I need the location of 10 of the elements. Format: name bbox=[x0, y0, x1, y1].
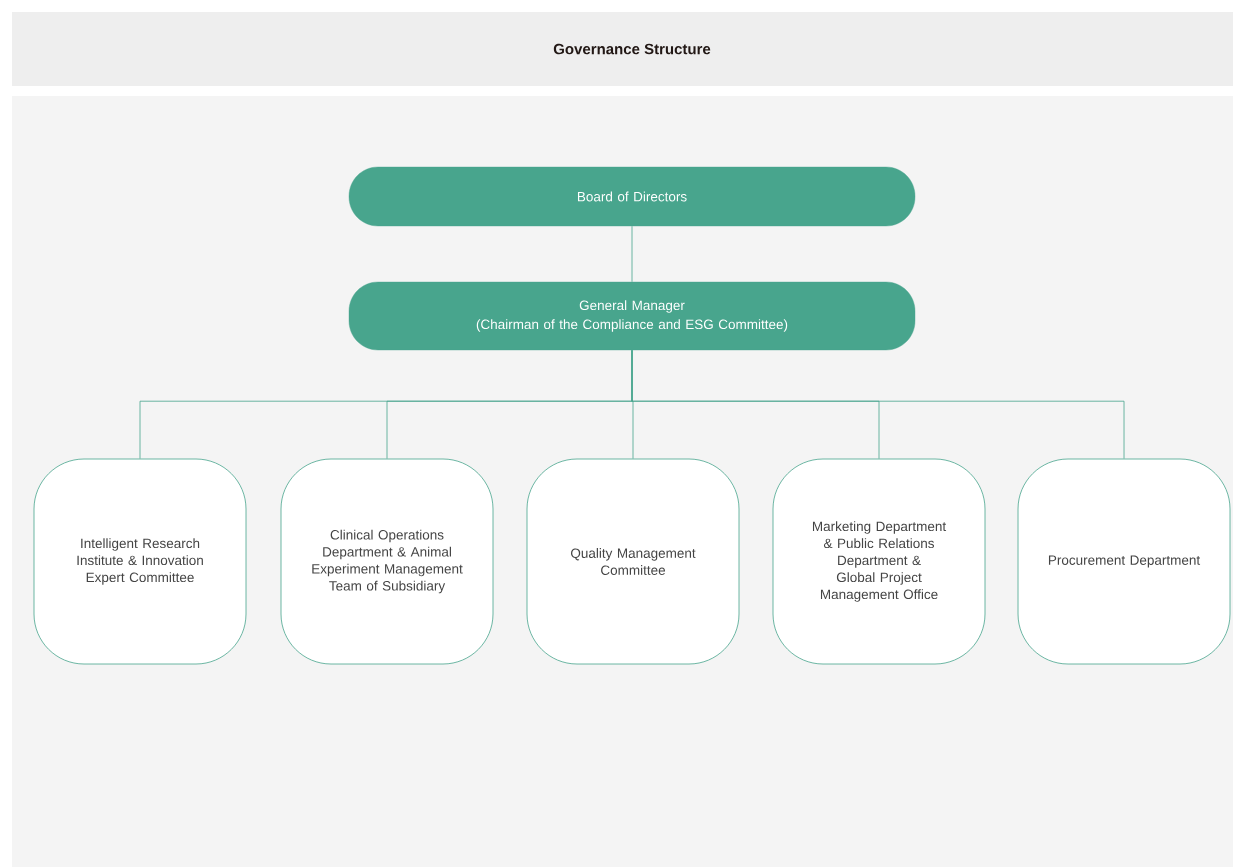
department-box: Quality Management Committee bbox=[526, 458, 740, 665]
connector-line bbox=[631, 349, 1125, 459]
process-box: General Manager (Chairman of the Compliance and ESG Committee) bbox=[348, 281, 916, 351]
department-box: Marketing Department & Public Relations Department & Global Project Management Office bbox=[772, 458, 986, 665]
process-box: Board of Directors bbox=[348, 166, 916, 227]
department-box: Intelligent Research Institute & Innovation Expert Committee bbox=[33, 458, 247, 665]
title: Governance Structure bbox=[553, 43, 711, 55]
department-box: Procurement Department bbox=[1017, 458, 1231, 665]
connector-line bbox=[631, 225, 633, 283]
department-box: Clinical Operations Department & Animal Experiment Management Team of Subsidiary bbox=[280, 458, 494, 665]
